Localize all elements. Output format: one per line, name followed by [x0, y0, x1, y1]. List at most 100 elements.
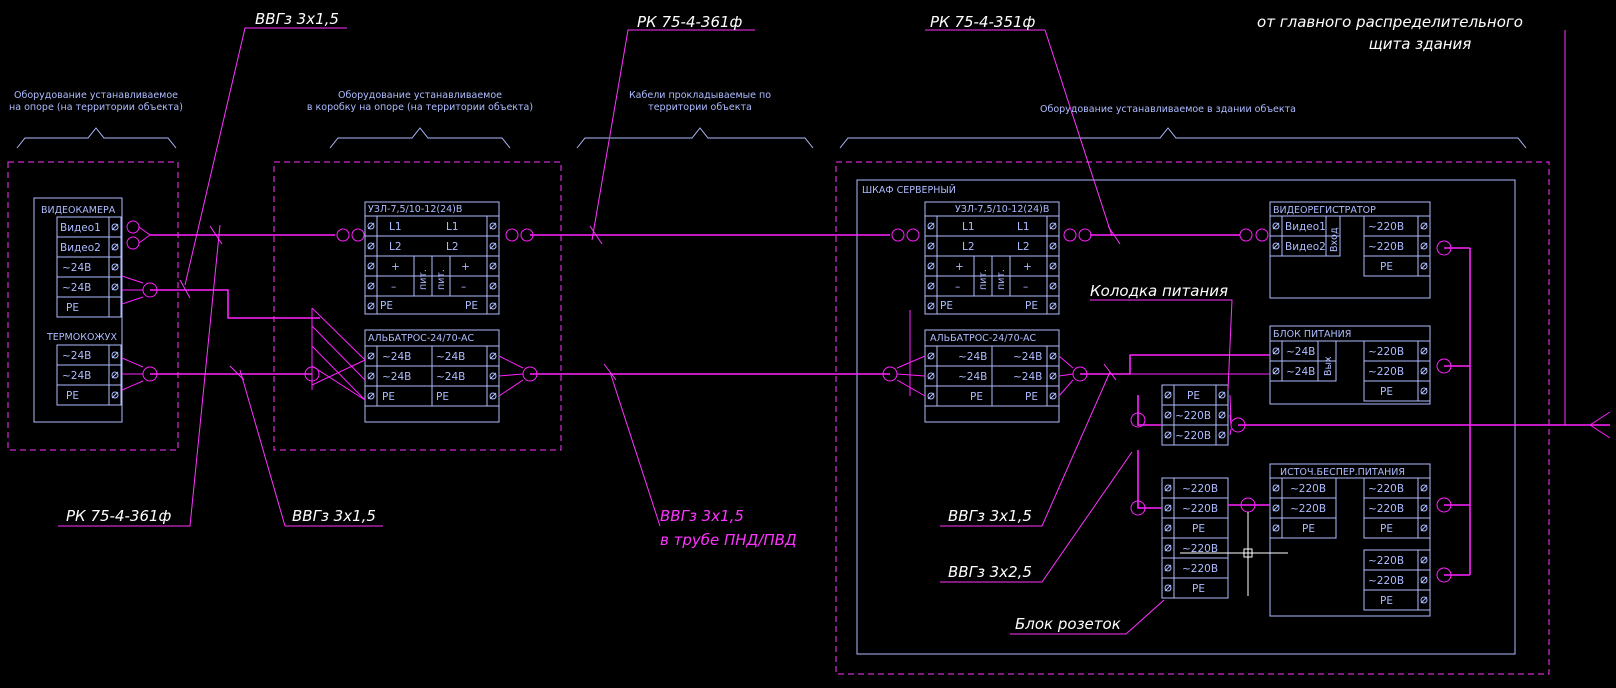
terminal-mark — [111, 391, 119, 399]
alb-left-title: АЛЬБАТРОС-24/70-АС — [368, 333, 475, 344]
terminal-marks — [111, 222, 1428, 604]
terminal-mark-slash — [1420, 222, 1428, 230]
terminal-mark-slash — [1164, 431, 1172, 439]
group3-brace — [576, 127, 814, 149]
terminal-mark-slash — [489, 352, 497, 360]
terminal-mark-slash — [111, 371, 119, 379]
cabinet-title: ШКАФ СЕРВЕРНЫЙ — [862, 184, 956, 196]
terminal-mark — [1164, 544, 1172, 552]
terminal-mark-slash — [1049, 372, 1057, 380]
terminal-mark — [927, 352, 935, 360]
wire-24v-camera — [150, 289, 320, 319]
terminal-mark-slash — [927, 242, 935, 250]
ups-r1: ~220В — [1368, 483, 1404, 495]
terminal-mark-slash — [111, 283, 119, 291]
uzl-left-title: УЗЛ-7,5/10-12(24)В — [368, 204, 462, 215]
terminal-mark-slash — [367, 372, 375, 380]
psu-pw-3: PE — [1380, 386, 1393, 398]
terminal-mark — [111, 223, 119, 231]
terminal-mark — [927, 302, 935, 310]
terminal-mark — [927, 222, 935, 230]
leader-c1 — [184, 27, 347, 286]
terminal-mark — [1272, 484, 1280, 492]
wire-220v-sockets — [1137, 450, 1162, 509]
strip-row-1: PE — [1187, 390, 1200, 402]
group-headings: Оборудование устанавливаемое на опоре (н… — [9, 90, 1527, 149]
terminal-mark-slash — [111, 263, 119, 271]
psu-vyh: Вых — [1323, 356, 1334, 376]
ups-r2: ~220В — [1368, 503, 1404, 515]
group2-heading-line2: в коробку на опоре (на территории объект… — [307, 102, 533, 113]
terminal-mark-slash — [1164, 411, 1172, 419]
terminal-mark-slash — [489, 372, 497, 380]
terminal-mark — [489, 372, 497, 380]
terminal-mark-slash — [367, 282, 375, 290]
terminal-mark-slash — [1420, 347, 1428, 355]
uzl-right-pit-b: пит. — [996, 269, 1007, 290]
uzl-left-plus-b: + — [461, 261, 470, 273]
callout-c3: РК 75-4-351ф — [930, 13, 1036, 31]
camera-row-1: Видео1 — [60, 222, 101, 234]
fan-albatros-right — [896, 310, 926, 397]
psu-out-1: ~24В — [1286, 346, 1315, 358]
uzl-right-minus-b: – — [1023, 281, 1028, 293]
frame-pole-box — [273, 161, 562, 451]
ups-l3: PE — [1302, 523, 1315, 535]
alb-left-r2: ~24В — [436, 371, 465, 383]
terminal-mark — [367, 282, 375, 290]
terminal-mark-slash — [1420, 596, 1428, 604]
terminal-mark — [927, 262, 935, 270]
terminal-mark-slash — [1420, 262, 1428, 270]
terminal-mark — [367, 242, 375, 250]
terminal-mark — [111, 283, 119, 291]
terminal-mark — [111, 263, 119, 271]
leader-c8 — [940, 371, 1111, 527]
terminal-mark-slash — [489, 242, 497, 250]
albatros-left-device: АЛЬБАТРОС-24/70-АС ~24В ~24В PE ~24В ~24… — [364, 329, 500, 423]
terminal-mark — [1420, 367, 1428, 375]
terminal-mark-slash — [927, 372, 935, 380]
terminal-mark-slash — [927, 352, 935, 360]
camera-row-3: ~24В — [62, 262, 91, 274]
uzl-left-l1a: L1 — [389, 221, 402, 233]
callout-c1: ВВГз 3х1,5 — [255, 10, 339, 28]
terminal-mark — [1272, 222, 1280, 230]
terminal-mark — [1420, 596, 1428, 604]
terminal-mark-slash — [367, 242, 375, 250]
dvr-in-1: Видео1 — [1285, 221, 1326, 233]
terminal-mark — [489, 262, 497, 270]
uzl-right-plus-a: + — [955, 261, 964, 273]
psu-pw-1: ~220В — [1368, 346, 1404, 358]
camera-row-5: PE — [66, 302, 79, 314]
terminal-mark-slash — [489, 222, 497, 230]
terminal-mark — [1049, 282, 1057, 290]
uzl-right-plus-b: + — [1023, 261, 1032, 273]
alb-right-l2: ~24В — [958, 371, 987, 383]
terminal-mark-slash — [367, 352, 375, 360]
dvr-pw-1: ~220В — [1368, 221, 1404, 233]
camera-row-4: ~24В — [62, 282, 91, 294]
terminal-mark-slash — [1164, 524, 1172, 532]
terminal-mark-slash — [1049, 352, 1057, 360]
ups-r3: PE — [1380, 523, 1393, 535]
terminal-mark-slash — [1420, 524, 1428, 532]
terminal-mark — [1420, 347, 1428, 355]
thermo-title: ТЕРМОКОЖУХ — [46, 332, 117, 343]
terminal-mark-slash — [1420, 556, 1428, 564]
uzl-right-title: УЗЛ-7,5/10-12(24)В — [955, 204, 1049, 215]
psu-title: БЛОК ПИТАНИЯ — [1273, 329, 1351, 340]
leader-c5 — [58, 224, 221, 527]
uzl-left-plus-a: + — [391, 261, 400, 273]
terminal-mark-slash — [489, 282, 497, 290]
leader-c11 — [1010, 599, 1165, 635]
terminal-mark-slash — [1049, 222, 1057, 230]
callout-labels: ВВГз 3х1,5 РК 75-4-361ф РК 75-4-351ф от … — [66, 10, 1523, 633]
terminal-mark-slash — [1218, 411, 1226, 419]
uzl-right-l1b: L1 — [1017, 221, 1030, 233]
terminal-mark-slash — [489, 302, 497, 310]
terminal-mark — [1272, 524, 1280, 532]
callout-c4-line1: от главного распределительного — [1257, 13, 1523, 31]
alb-left-l1: ~24В — [382, 351, 411, 363]
server-cabinet: ШКАФ СЕРВЕРНЫЙ — [856, 179, 1516, 655]
ups-device: ИСТОЧ.БЕСПЕР.ПИТАНИЯ ~220В ~220В PE ~220… — [1269, 463, 1431, 617]
